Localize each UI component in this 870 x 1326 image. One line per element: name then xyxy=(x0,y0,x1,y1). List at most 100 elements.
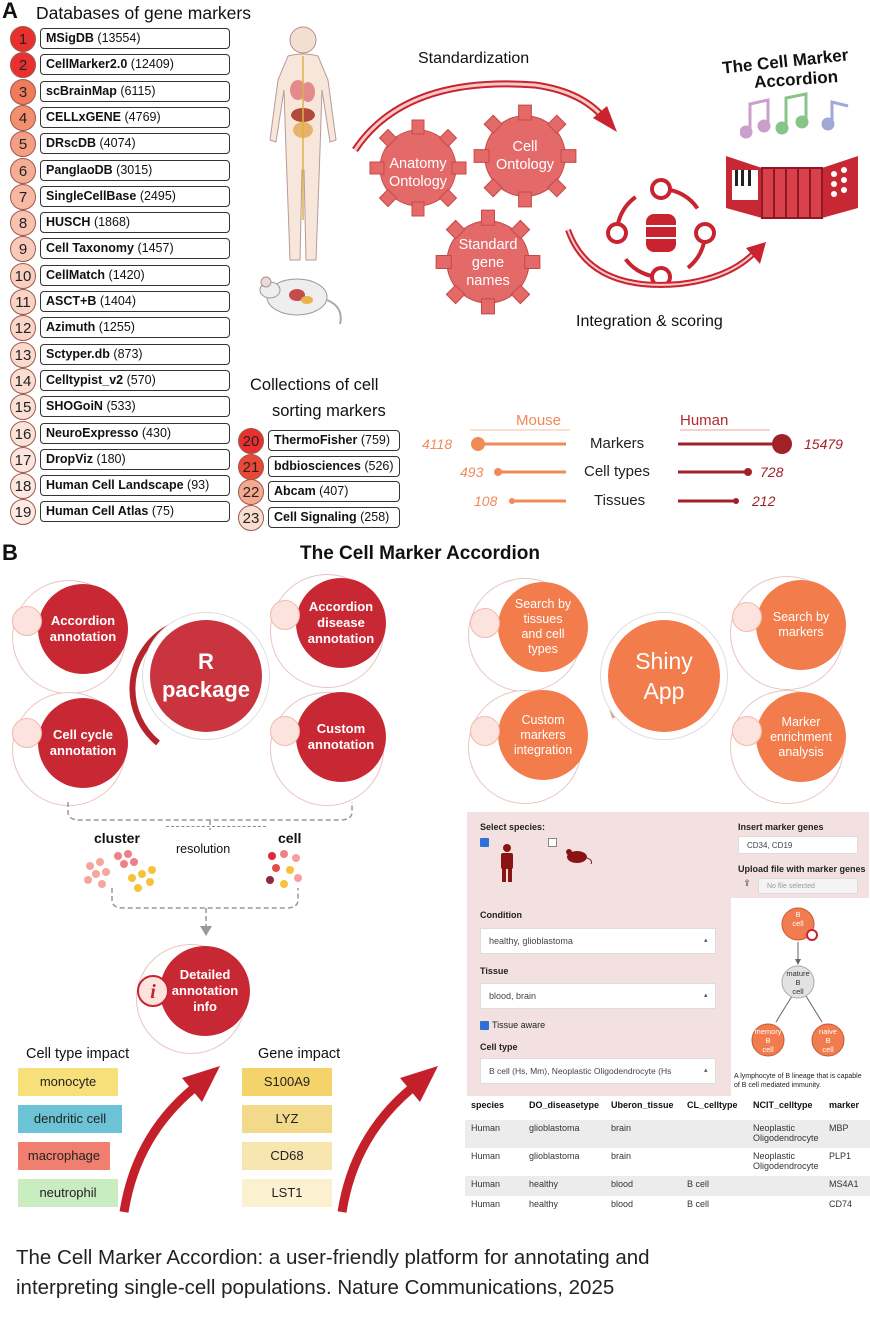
caption-line1: The Cell Marker Accordion: a user-friend… xyxy=(16,1246,650,1269)
table-cell: CD74 xyxy=(829,1199,853,1209)
database-name: PanglaoDB xyxy=(46,162,113,177)
search-tissues-line4: types xyxy=(528,642,558,656)
database-number: 6 xyxy=(10,157,36,184)
cell-type-select[interactable]: B cell (Hs, Mm), Neoplastic Oligodendroc… xyxy=(480,1058,716,1084)
cell-impact-arrow xyxy=(119,1066,220,1213)
accordion-annotation-line1: Accordion xyxy=(50,613,116,628)
database-label: scBrainMap (6115) xyxy=(40,80,230,102)
human-species-icon[interactable] xyxy=(498,844,516,882)
search-markers-line1: Search by xyxy=(772,610,830,624)
col-ncit-celltype: NCIT_celltype xyxy=(753,1100,813,1110)
cell-dots-icon xyxy=(266,850,302,888)
memory-b-cell-node[interactable] xyxy=(751,1023,785,1057)
human-checkbox[interactable] xyxy=(480,838,489,847)
database-number: 4 xyxy=(10,104,36,131)
tissue-caret-icon[interactable]: ▴ xyxy=(704,992,708,999)
condition-caret-icon[interactable]: ▴ xyxy=(704,937,708,944)
database-name: Azimuth xyxy=(46,320,96,335)
col-marker: marker xyxy=(829,1100,860,1110)
database-name: MSigDB xyxy=(46,31,94,45)
table-cell: brain xyxy=(611,1123,632,1133)
bar-chart-icon xyxy=(732,716,762,746)
gear-anatomy-line1: Anatomy xyxy=(389,156,447,172)
cell-type-caret-icon[interactable]: ▴ xyxy=(704,1067,708,1074)
cluster-label: cluster xyxy=(94,830,140,846)
database-name: Human Cell Landscape xyxy=(46,478,184,493)
mouse-species-icon[interactable] xyxy=(563,846,593,864)
table-cell: healthy xyxy=(529,1179,559,1189)
human-celltypes-value: 728 xyxy=(760,464,784,480)
collection-name: bdbiosciences xyxy=(274,458,361,473)
tissue-label: Tissue xyxy=(480,966,509,976)
database-name: CELLxGENE xyxy=(46,109,122,124)
music-notes-icon xyxy=(740,92,849,139)
upload-icon[interactable]: ⇪ xyxy=(743,878,751,888)
cluster-dots-icon xyxy=(84,850,156,892)
tree-caption: A lymphocyte of B lineage that is capabl… xyxy=(734,1073,862,1089)
human-body-icon xyxy=(269,26,337,261)
naive-b-cell-node[interactable] xyxy=(811,1023,845,1057)
search-markers-line2: markers xyxy=(778,625,824,639)
gear-anatomy-line2: Ontology xyxy=(388,174,448,190)
enrichment-line1: Marker xyxy=(781,714,821,729)
tissue-select[interactable]: blood, brain xyxy=(480,983,716,1009)
database-label: ASCT+B (1404) xyxy=(40,291,230,312)
databases-title: Databases of gene markers xyxy=(36,3,251,23)
database-name: CellMarker2.0 xyxy=(46,57,128,72)
cell-type-tag: macrophage xyxy=(18,1142,110,1170)
database-name: HUSCH xyxy=(46,215,91,230)
bracket-lines xyxy=(67,802,353,936)
condition-select[interactable]: healthy, glioblastoma xyxy=(480,928,716,954)
table-cell: Human xyxy=(471,1151,501,1161)
database-label: SingleCellBase (2495) xyxy=(40,185,230,207)
database-name: SHOGoiN xyxy=(46,399,103,414)
tissue-aware-checkbox[interactable] xyxy=(480,1021,489,1030)
database-number: 3 xyxy=(10,78,36,105)
database-label: CellMatch (1420) xyxy=(40,264,230,286)
database-label: NeuroExpresso (430) xyxy=(40,422,230,444)
table-cell: PLP1 xyxy=(829,1151,852,1161)
mouse-celltypes-dot xyxy=(494,468,502,476)
database-name: scBrainMap xyxy=(46,83,117,98)
info-icon: i xyxy=(137,975,169,1007)
select-species-label: Select species: xyxy=(480,822,546,832)
insert-marker-label: Insert marker genes xyxy=(738,822,824,832)
marker-genes-input[interactable]: CD34, CD19 xyxy=(738,836,858,854)
collection-label: Abcam (407) xyxy=(268,481,400,502)
mature-b-cell-node[interactable] xyxy=(781,965,815,999)
database-count: (873) xyxy=(113,346,143,361)
custom-markers-line3: integration xyxy=(513,742,573,757)
table-cell: brain xyxy=(611,1151,632,1161)
mouse-checkbox[interactable] xyxy=(548,838,557,847)
r-package-line1: R xyxy=(198,649,214,674)
database-count: (1457) xyxy=(137,241,174,256)
gear-gene-line1: Standard xyxy=(458,237,518,253)
cell-cycle-icon xyxy=(12,718,42,748)
table-header: species DO_diseasetype Uberon_tissue CL_… xyxy=(465,1100,870,1122)
database-name: CellMatch xyxy=(46,267,106,282)
database-name: NeuroExpresso xyxy=(46,425,139,440)
gear-gene-line3: names xyxy=(466,273,510,289)
database-count: (93) xyxy=(187,478,210,493)
database-count: (3015) xyxy=(116,162,153,177)
database-number: 9 xyxy=(10,236,36,263)
file-input[interactable]: No file selected xyxy=(758,878,858,894)
database-number: 1 xyxy=(10,26,36,52)
b-cell-node-line2: cell xyxy=(792,919,804,928)
database-count: (6115) xyxy=(120,83,156,98)
table-cell: MS4A1 xyxy=(829,1179,859,1189)
b-cell-node[interactable] xyxy=(781,907,815,941)
gear-gene-line2: gene xyxy=(471,255,505,271)
